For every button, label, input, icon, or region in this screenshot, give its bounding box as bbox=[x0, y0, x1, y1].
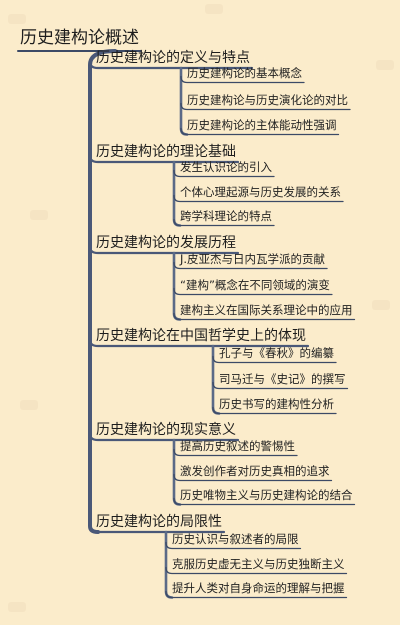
leaf-underline bbox=[173, 287, 333, 296]
leaf-basic-concept: 历史建构论的基本概念 bbox=[187, 66, 302, 80]
leaf-materialism: 历史唯物主义与历史建构论的结合 bbox=[180, 488, 353, 502]
watermark-mark bbox=[8, 602, 26, 612]
leaf-vigilance: 提高历史叙述的警惕性 bbox=[180, 439, 295, 453]
watermark-mark bbox=[372, 300, 390, 310]
leaf-sima-qian: 司马迁与《史记》的撰写 bbox=[219, 372, 346, 386]
leaf-agency: 历史建构论的主体能动性强调 bbox=[187, 118, 337, 132]
leaf-underline bbox=[173, 473, 333, 482]
leaf-piaget: J.皮亚杰与日内瓦学派的贡献 bbox=[180, 252, 326, 266]
watermark-mark bbox=[205, 4, 223, 14]
leaf-underline bbox=[173, 312, 356, 321]
trunk-connector bbox=[88, 49, 117, 534]
leaf-underline bbox=[173, 497, 356, 506]
leaf-international-relations: 建构主义在国际关系理论中的应用 bbox=[180, 303, 353, 317]
leaf-confucius: 孔子与《春秋》的编纂 bbox=[219, 346, 334, 360]
leaf-underline bbox=[173, 448, 298, 457]
leaf-underline bbox=[173, 194, 344, 203]
leaf-underline bbox=[173, 169, 275, 178]
watermark-mark bbox=[212, 470, 230, 480]
leaf-narrator-limits: 历史认识与叙述者的局限 bbox=[172, 532, 299, 546]
leaf-destiny: 提升人类对自身命运的理解与把握 bbox=[172, 581, 345, 595]
watermark-mark bbox=[376, 60, 394, 70]
section-underline bbox=[88, 338, 310, 348]
leaf-genetic-epistemology: 发生认识论的引入 bbox=[180, 160, 272, 174]
leaf-psychology-history: 个体心理起源与历史发展的关系 bbox=[180, 185, 341, 199]
section-chinese-philosophy: 历史建构论在中国哲学史上的体现 bbox=[96, 328, 306, 344]
watermark-mark bbox=[8, 14, 26, 24]
leaf-underline bbox=[173, 218, 275, 227]
section-underline bbox=[88, 432, 240, 442]
leaf-historical-writing: 历史书写的建构性分析 bbox=[219, 397, 334, 411]
leaf-pursuit-truth: 激发创作者对历史真相的追求 bbox=[180, 464, 330, 478]
section-limitations: 历史建构论的局限性 bbox=[96, 514, 222, 530]
leaf-construct-concept: “建构”概念在不同领域的演变 bbox=[180, 278, 330, 292]
leaf-underline bbox=[165, 590, 348, 599]
leaf-interdisciplinary: 跨学科理论的特点 bbox=[180, 209, 272, 223]
leaf-underline bbox=[165, 566, 348, 575]
section-development: 历史建构论的发展历程 bbox=[96, 235, 236, 251]
watermark-mark bbox=[30, 210, 48, 220]
leaf-vs-evolution: 历史建构论与历史演化论的对比 bbox=[187, 93, 348, 107]
leaf-underline bbox=[180, 102, 351, 111]
section-underline bbox=[88, 154, 240, 164]
section-underline bbox=[88, 524, 226, 534]
root-topic: 历史建构论概述 bbox=[20, 28, 139, 48]
section-definition: 历史建构论的定义与特点 bbox=[96, 50, 250, 66]
leaf-underline bbox=[165, 541, 302, 550]
leaf-nihilism: 克服历史虚无主义与历史独断主义 bbox=[172, 557, 345, 571]
leaf-underline bbox=[173, 261, 328, 270]
leaf-underline bbox=[212, 355, 337, 364]
leaf-underline bbox=[212, 381, 349, 390]
section-underline bbox=[88, 60, 254, 70]
leaf-underline bbox=[180, 75, 305, 84]
section-theory: 历史建构论的理论基础 bbox=[96, 144, 236, 160]
leaf-underline bbox=[212, 406, 337, 415]
section-practical-significance: 历史建构论的现实意义 bbox=[96, 422, 236, 438]
section-underline bbox=[88, 245, 240, 255]
watermark-mark bbox=[20, 400, 38, 410]
leaf-underline bbox=[180, 127, 340, 136]
